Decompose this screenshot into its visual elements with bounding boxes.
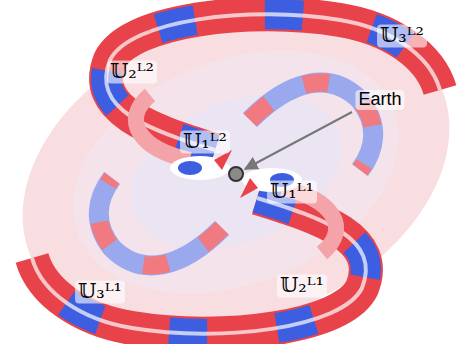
manifold-label: 𝕌₂ᴸ² (107, 60, 157, 83)
body-label: Earth (355, 90, 404, 110)
manifold-label: 𝕌₂ᴸ¹ (277, 274, 327, 297)
manifold-label: 𝕌₁ᴸ¹ (267, 180, 317, 203)
manifold-label: 𝕌₃ᴸ² (377, 24, 427, 47)
manifold-label: 𝕌₁ᴸ² (180, 130, 230, 153)
manifold-label: 𝕌₃ᴸ¹ (75, 280, 125, 303)
